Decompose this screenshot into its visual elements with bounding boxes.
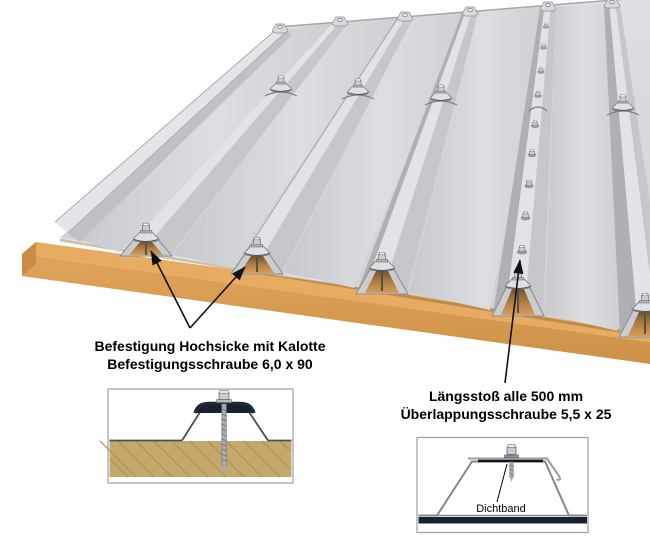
valley: [284, 12, 465, 288]
label-line: Überlappungsschraube 5,5 x 25: [401, 406, 612, 422]
rib-end-cap: [603, 0, 621, 9]
inset-screw: [216, 390, 232, 474]
callout-arrows: [150, 250, 524, 384]
lower-panel-band: [418, 517, 587, 524]
upper-sheet-overlap: [468, 457, 562, 481]
rib-end-cap: [396, 11, 414, 22]
valley: [545, 4, 618, 331]
label-line: Befestigung Hochsicke mit Kalotte: [94, 338, 325, 354]
inset-wood-substrate: [99, 440, 292, 478]
rib-end-cap: [539, 1, 557, 12]
end-lap-seam: [264, 91, 640, 116]
label-longitudinal-joint: Längsstoß alle 500 mm Überlappungsschrau…: [401, 388, 612, 422]
detail-inset-calotte-fixing: [99, 388, 294, 484]
dichtband-leader-line: [496, 463, 508, 503]
board-front-face: [22, 254, 650, 364]
valley: [68, 22, 335, 252]
board-left-end: [22, 242, 36, 276]
label-line: Befestigungsschraube 6,0 x 90: [107, 356, 313, 372]
inset-frame: [416, 436, 589, 534]
detail-inset-overlap-joint: Dichtband: [416, 436, 589, 534]
inset-overlap-screw: [504, 444, 519, 482]
arrow-to-high-rib-screw-1: [150, 250, 191, 329]
rib: [232, 13, 413, 272]
arrow-to-overlap-screw: [504, 259, 524, 384]
valley: [409, 7, 543, 310]
rib-end-cap: [331, 16, 349, 27]
rib: [121, 18, 348, 254]
sheet-left-edge: [54, 25, 292, 242]
arrow-to-high-rib-screw-2: [189, 266, 246, 329]
board-top-surface: [22, 242, 650, 342]
valley: [173, 17, 400, 268]
label-high-rib-fastening: Befestigung Hochsicke mit Kalotte Befest…: [94, 338, 325, 372]
dichtband-label: Dichtband: [476, 503, 526, 515]
rib-end-cap: [461, 6, 479, 17]
rib: [357, 8, 478, 292]
screw-pins: [145, 243, 646, 334]
rib-end-cap: [271, 23, 289, 34]
label-line: Längsstoß alle 500 mm: [429, 388, 583, 404]
rib: [604, 0, 650, 335]
trapezoidal-sheet: [54, 0, 650, 338]
